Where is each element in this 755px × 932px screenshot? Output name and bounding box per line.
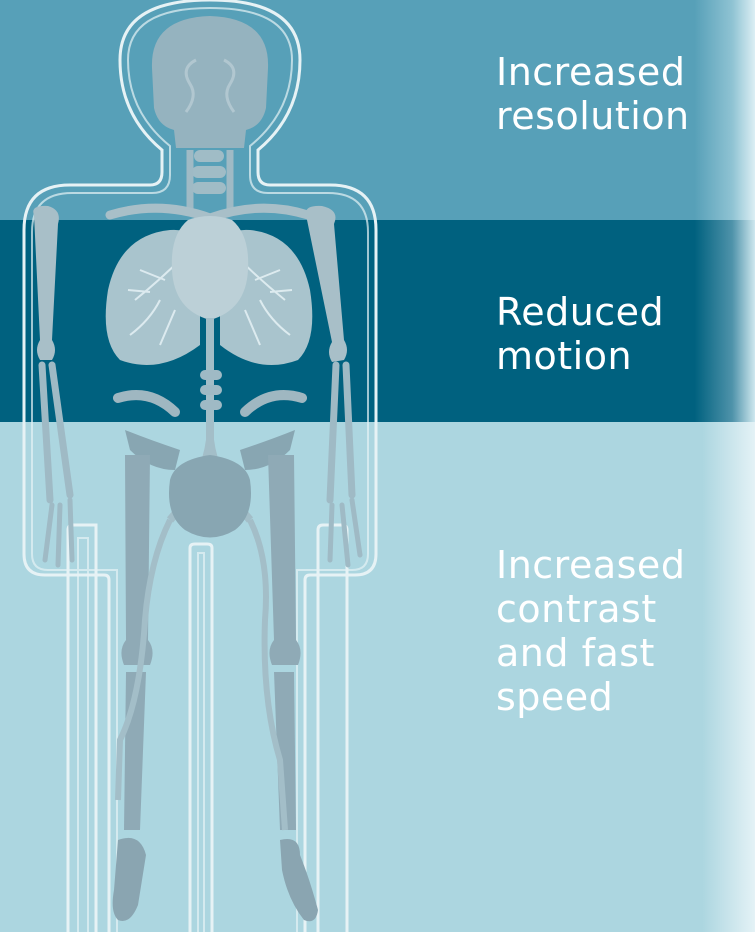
label-line: Reduced [496, 290, 664, 334]
feet [113, 838, 318, 921]
label-reduced-motion: Reduced motion [496, 290, 664, 378]
label-increased-contrast-fast-speed: Increased contrast and fast speed [496, 543, 685, 719]
label-line: and fast [496, 631, 685, 675]
cervical-spine [192, 150, 226, 194]
label-line: motion [496, 334, 664, 378]
label-line: Increased [496, 543, 685, 587]
label-line: speed [496, 675, 685, 719]
label-increased-resolution: Increased resolution [496, 50, 690, 138]
lumbar-spine [200, 370, 222, 410]
label-line: contrast [496, 587, 685, 631]
label-line: Increased [496, 50, 690, 94]
label-line: resolution [496, 94, 690, 138]
skull [152, 16, 268, 148]
